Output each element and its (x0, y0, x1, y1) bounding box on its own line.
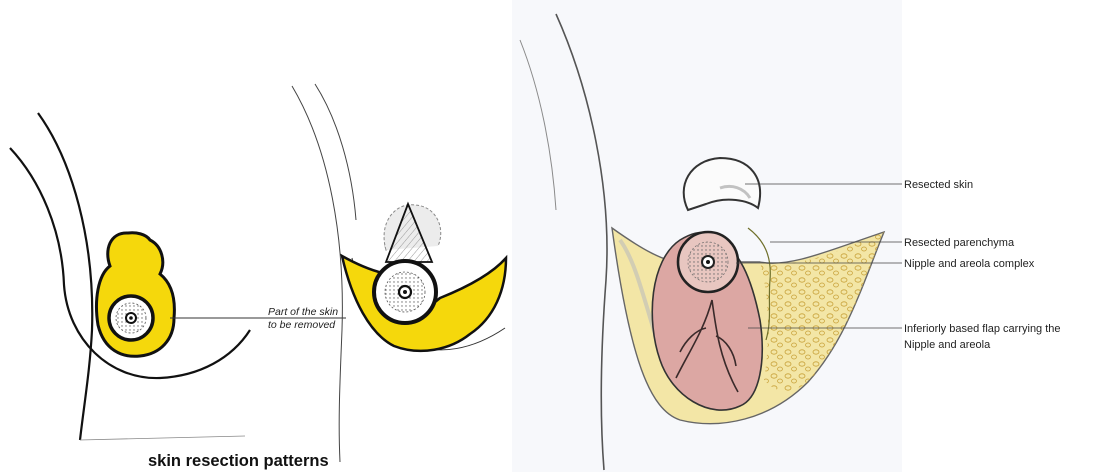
sketch-inferior-pedicle (512, 0, 902, 472)
annotation-line-2: to be removed (268, 319, 336, 331)
torso-bottom-line (80, 436, 245, 440)
label-inferior-flap-line2: Nipple and areola (904, 339, 991, 351)
figure-caption: skin resection patterns (148, 452, 329, 470)
label-inferior-flap-line1: Inferiorly based flap carrying the (904, 323, 1061, 335)
torso-outline (38, 113, 92, 440)
sketch-wise-pattern (292, 84, 506, 462)
nipple-3-center (706, 260, 710, 264)
torso-outline-2 (292, 86, 342, 462)
nipple-center (129, 316, 133, 320)
sketch-keyhole-pattern (10, 113, 250, 440)
label-resected-skin: Resected skin (904, 179, 973, 191)
annotation-line-1: Part of the skin (268, 306, 338, 318)
label-resected-parenchyma: Resected parenchyma (904, 237, 1015, 249)
label-nipple-areola-complex: Nipple and areola complex (904, 258, 1035, 270)
nipple-2-center (403, 290, 407, 294)
